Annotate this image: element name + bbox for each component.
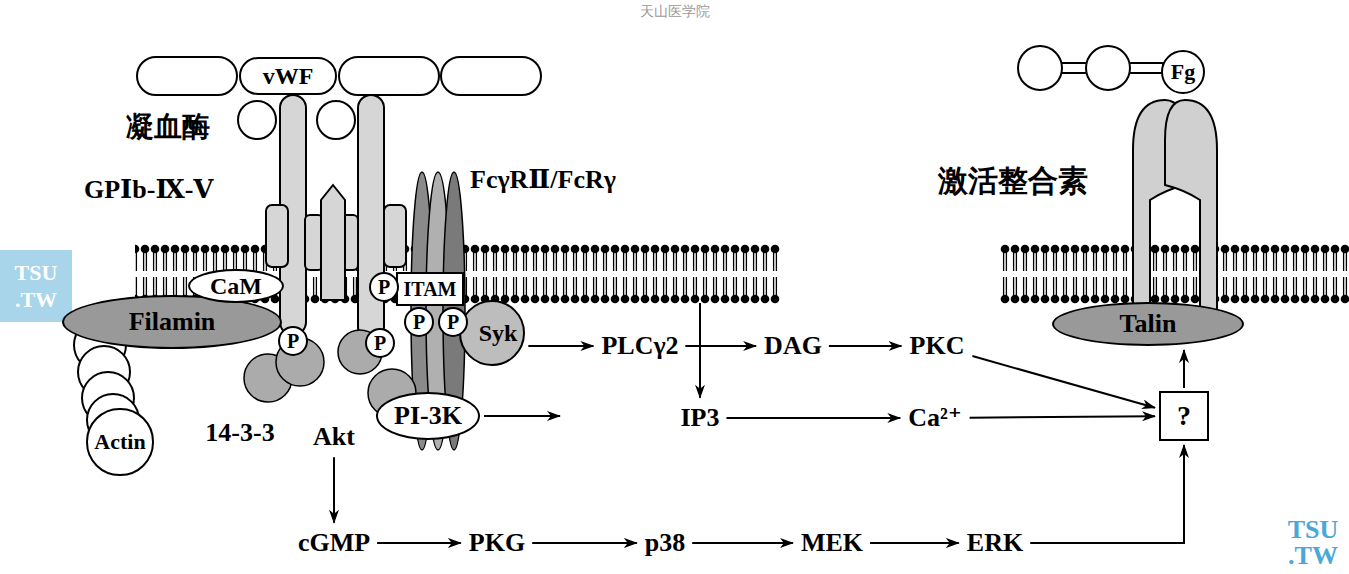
signal-molecule: ERK: [963, 527, 1027, 560]
signal-arrow: [727, 417, 901, 419]
unknown-box: ?: [1159, 391, 1209, 441]
phospho-circle: P: [369, 272, 399, 302]
node-text: Filamin: [129, 308, 216, 337]
node-text: P: [378, 276, 390, 298]
receptor-rod: [358, 95, 384, 340]
signal-arrow: [686, 346, 700, 398]
vwf-domain: [137, 57, 237, 95]
signal-arrow: [829, 345, 902, 347]
node-text: ERK: [967, 529, 1023, 558]
signal-arrow: [970, 416, 1155, 418]
signal-arrow: [484, 415, 560, 417]
pi3k-ellipse: PI-3K: [376, 392, 480, 440]
signal-molecule: MEK: [797, 527, 867, 560]
node-text: ITAM: [404, 278, 457, 300]
node-text: Ca²⁺: [908, 404, 961, 433]
fibrinogen-circle: Fg: [1161, 50, 1205, 94]
phospho-circle: P: [365, 328, 395, 358]
signal-molecule: PKG: [465, 527, 529, 560]
signal-molecule: cGMP: [294, 527, 374, 560]
node-text: DAG: [764, 332, 822, 361]
watermark-box: [0, 250, 72, 322]
node-text: cGMP: [298, 529, 370, 558]
node-text: vWF: [263, 63, 314, 89]
node-text: Talin: [1120, 310, 1177, 339]
signal-molecule: PLCγ2: [597, 330, 682, 363]
node-text: Akt: [313, 423, 355, 452]
node-text: PI-3K: [394, 402, 462, 431]
integrin-label: 激活整合素: [938, 164, 1088, 197]
receptor-label: GPⅠb-Ⅸ-Ⅴ: [84, 176, 214, 205]
signal-arrow: [528, 345, 593, 347]
receptor-segment: [266, 205, 288, 267]
signal-arrow: [532, 542, 637, 544]
vwf-domain: [339, 57, 439, 95]
protein-label: 14-3-3: [205, 419, 274, 448]
signal-arrow: [1030, 445, 1184, 543]
signal-molecule: DAG: [760, 330, 826, 363]
watermark: .TW: [15, 288, 57, 312]
signal-arrow: [972, 356, 1155, 408]
node-text: MEK: [801, 529, 863, 558]
node-text: p38: [645, 529, 685, 558]
signal-molecule: PKC: [906, 330, 969, 363]
membrane: [1000, 244, 1349, 304]
vwf-domain: [441, 57, 541, 95]
node-text: PKC: [910, 332, 965, 361]
node-text: PLCγ2: [601, 332, 678, 361]
phospho-circle: P: [404, 307, 434, 337]
signal-arrow: [692, 542, 793, 544]
fibrinogen-link: [1128, 63, 1163, 73]
fibrinogen-link: [1060, 63, 1088, 73]
phospho-circle: P: [438, 307, 468, 337]
signal-arrow: [377, 542, 461, 544]
actin-circle: Actin: [86, 408, 153, 475]
fibrinogen-domain: [1018, 46, 1062, 90]
phospho-circle: P: [278, 326, 308, 356]
watermark: 天山医学院: [640, 4, 710, 19]
receptor-spike: [321, 185, 345, 300]
signal-molecule: Ca²⁺: [904, 402, 965, 435]
node-text: Syk: [479, 320, 518, 346]
filamin-ellipse: Filamin: [62, 295, 282, 349]
molecule-label: 凝血酶: [126, 112, 210, 143]
itam-box: ITAM: [396, 272, 465, 306]
signal-arrow: [1183, 350, 1185, 388]
watermark: TSU: [15, 261, 58, 285]
thrombin-site: [317, 101, 355, 139]
node-text: ?: [1177, 401, 1191, 432]
thrombin-site: [238, 101, 276, 139]
node-text: P: [287, 330, 299, 352]
receptor-label: FcγRⅡ/FcRγ: [470, 166, 616, 195]
node-text: PKG: [469, 529, 525, 558]
node-text: P: [447, 311, 459, 333]
fibrinogen-domain: [1086, 46, 1130, 90]
node-text: IP3: [681, 404, 720, 433]
signal-line: [699, 303, 701, 346]
talin-ellipse: Talin: [1052, 302, 1244, 346]
signal-molecule: Akt: [309, 421, 359, 454]
signal-molecule: IP3: [677, 402, 724, 435]
signal-arrow: [870, 542, 959, 544]
node-text: P: [413, 311, 425, 333]
watermark: .TW: [1288, 542, 1338, 571]
node-text: Fg: [1171, 60, 1195, 84]
node-text: Actin: [94, 430, 145, 454]
watermark: TSU: [1288, 516, 1339, 545]
vwf-domain: vWF: [239, 57, 337, 95]
receptor-segment: [384, 205, 406, 267]
signal-molecule: p38: [641, 527, 689, 560]
signal-arrow: [333, 457, 335, 522]
cam-ellipse: CaM: [188, 269, 284, 303]
integrin-subunit: [1165, 100, 1217, 312]
syk-circle: Syk: [459, 300, 526, 367]
node-text: P: [374, 332, 386, 354]
node-text: CaM: [210, 273, 262, 299]
